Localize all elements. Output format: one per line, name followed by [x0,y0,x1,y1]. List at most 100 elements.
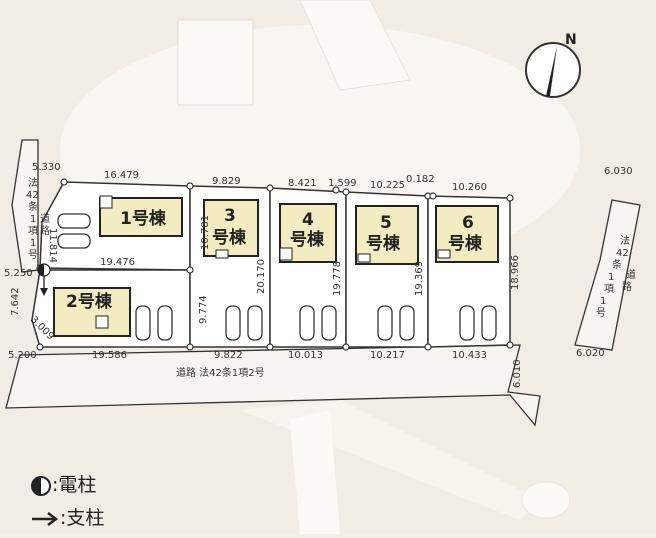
car-icon [157,305,173,341]
utility-pole-icon [38,264,44,276]
right-road-char: 1 [608,272,614,283]
meter-icon [279,247,293,261]
dim-bot1: 19.586 [92,350,127,361]
marker [332,186,340,194]
dim-top2: 16.479 [104,170,139,181]
road-labels: 法 42 条 1 項 1 号 道 路 道路 法42条1項2号 法 42 条 1 … [26,176,636,379]
dim-v2: 9.774 [198,295,209,324]
marker [342,188,350,196]
car-icon [225,305,241,341]
car-icon [481,305,497,341]
dim-top1: 5.330 [32,162,61,173]
dimension-labels: 5.330 16.479 9.829 8.421 1.599 10.225 0.… [4,162,633,388]
right-road-char: 法 [620,234,630,247]
car-icon [135,305,151,341]
house-2 [53,287,131,337]
house-6-suffix: 号棟 [448,233,483,254]
right-road [574,199,641,351]
marker [60,178,68,186]
roads [5,139,641,427]
marker [186,182,194,190]
dim-bot5: 10.433 [452,350,487,361]
house-5-number: 5 [380,213,392,233]
left-road-char: 法 [28,176,38,189]
bottom-road-label: 道路 法42条1項2号 [176,366,265,379]
left-road-char: 道 [40,212,50,225]
car-icon [377,305,393,341]
car-icon [321,305,337,341]
legend-pole-label: :電柱 [52,474,97,496]
left-road [11,139,39,273]
left-road-char: 路 [40,224,50,237]
left-road-char: 1 [30,238,36,249]
parking [57,213,497,341]
marker [186,266,194,274]
left-road-char: 42 [26,190,39,201]
car-icon [399,305,415,341]
dim-top4: 8.421 [288,178,317,189]
dim-v5: 19.369 [414,261,425,296]
dim-top5: 1.599 [328,178,357,189]
marker [342,343,350,351]
house-2-label: 2号棟 [66,291,113,312]
dim-top6: 10.225 [370,180,405,191]
car-icon [57,213,91,229]
dim-bot4: 10.217 [370,350,405,361]
house-6-number: 6 [462,213,474,233]
right-road-char: 条 [612,258,622,271]
stay-arrow-icon [32,511,59,526]
utility-pole-icon [31,475,51,496]
house-3 [203,199,259,257]
bottom-road [5,344,541,427]
meter-icons [95,195,451,329]
dim-top3: 9.829 [212,176,241,187]
dim-v4: 19.778 [332,261,343,296]
dim-top7: 0.182 [406,174,435,185]
house-4-suffix: 号棟 [290,229,325,250]
left-road-char: 1 [30,214,36,225]
car-icon [57,233,91,249]
marker [36,343,44,351]
meter-icon [215,249,229,259]
dim-v3: 20.170 [256,259,267,294]
right-road-char: 号 [596,307,606,319]
right-road-char: 路 [622,280,632,293]
meter-icon [437,249,451,259]
house-5-suffix: 号棟 [366,233,401,254]
dim-top8: 10.260 [452,182,487,193]
plan-utility-markers [37,263,51,296]
house-4-number: 4 [302,210,314,230]
house-3-suffix: 号棟 [212,227,247,248]
marker [429,192,437,200]
car-icon [299,305,315,341]
house-3-number: 3 [224,206,236,226]
dim-left3: 7.642 [10,287,21,316]
meter-icon [357,253,371,263]
house-1 [99,197,183,237]
dim-mid1: 19.476 [100,257,135,268]
dim-left5: 5.200 [8,350,37,361]
legend-pole: :電柱 [30,470,96,497]
left-road-char: 項 [28,225,38,237]
legend-stay: :支柱 [30,503,104,530]
meter-icon [99,195,113,209]
compass-needle-icon [546,46,557,96]
dim-bot6: 6.020 [576,348,605,359]
dim-bot7: 6.010 [512,359,523,388]
right-road-char: 道 [626,268,636,281]
marker [424,343,432,351]
house-4 [279,203,337,263]
dim-top9: 6.030 [604,166,633,177]
dim-v1: 10.781 [200,215,211,250]
marker [266,343,274,351]
building-labels: 1号棟 2号棟 3 号棟 4 号棟 5 号棟 6 号棟 [66,206,483,312]
stay-arrow-icon [40,288,48,296]
house-1-label: 1号棟 [120,208,167,229]
dim-left2: 5.250 [4,268,33,279]
dim-bot3: 10.013 [288,350,323,361]
marker [506,341,514,349]
right-road-char: 1 [600,296,606,307]
dim-bot2: 9.822 [214,350,243,361]
